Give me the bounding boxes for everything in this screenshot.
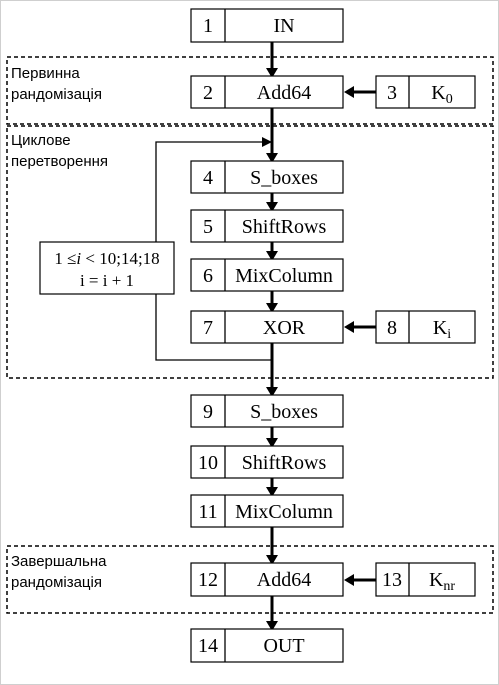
block-12-label: Add64 [257, 569, 311, 591]
block-3-number: 3 [387, 82, 397, 104]
block-13-number: 13 [382, 569, 402, 591]
arrowhead-to-2 [266, 68, 278, 78]
block-14: 14 OUT [190, 628, 344, 663]
block-6: 6 MixColumn [190, 258, 344, 292]
arrowhead-to-9 [266, 387, 278, 397]
block-6-label: MixColumn [235, 265, 333, 287]
block-8: 8 Ki [375, 310, 476, 344]
arrowhead-to-6 [266, 251, 278, 261]
block-11: 11 MixColumn [190, 494, 344, 528]
block-2-label: Add64 [257, 82, 311, 104]
block-7-number: 7 [203, 317, 213, 339]
loop-feedback-arrowhead [262, 137, 272, 147]
arrowhead-knr [344, 574, 354, 586]
block-4-label: S_boxes [250, 167, 318, 189]
arrowhead-k0 [344, 86, 354, 98]
block-3: 3 K0 [375, 75, 476, 109]
block-9-label: S_boxes [250, 401, 318, 423]
region-initial-label-line1: Первинна [11, 65, 80, 82]
loop-condition-box [39, 241, 175, 295]
block-2-number: 2 [203, 82, 213, 104]
arrowhead-to-5 [266, 202, 278, 212]
block-10: 10 ShiftRows [190, 445, 344, 479]
region-final-label-line2: рандомізація [11, 574, 102, 591]
arrowhead-to-7 [266, 303, 278, 313]
block-8-label: Ki [433, 317, 451, 342]
arrowhead-ki [344, 321, 354, 333]
block-5: 5 ShiftRows [190, 209, 344, 243]
block-5-label: ShiftRows [242, 216, 327, 238]
arrowhead-to-10 [266, 438, 278, 448]
block-4-number: 4 [203, 167, 213, 189]
block-12-number: 12 [198, 569, 218, 591]
block-14-number: 14 [198, 635, 218, 657]
block-11-label: MixColumn [235, 501, 333, 523]
block-7-label: XOR [263, 317, 306, 339]
loop-condition-var: i [76, 249, 81, 268]
region-loop-label-line1: Циклове [11, 132, 71, 149]
arrowhead-to-4 [266, 153, 278, 163]
loop-condition-range: 1 ≤i < 10;14;18 [54, 249, 159, 268]
block-6-number: 6 [203, 265, 213, 287]
block-12: 12 Add64 [190, 562, 344, 597]
block-9: 9 S_boxes [190, 394, 344, 428]
block-11-number: 11 [198, 501, 217, 523]
block-1-label: IN [273, 15, 294, 37]
region-initial-randomization [6, 56, 494, 125]
arrowhead-to-12 [266, 555, 278, 565]
block-4: 4 S_boxes [190, 160, 344, 194]
block-1: 1 IN [190, 8, 344, 43]
block-13-label: Knr [429, 569, 455, 594]
block-1-number: 1 [203, 15, 213, 37]
block-13: 13 Knr [375, 562, 476, 597]
block-8-number: 8 [387, 317, 397, 339]
block-5-number: 5 [203, 216, 213, 238]
block-10-label: ShiftRows [242, 452, 327, 474]
loop-condition-tail: < 10;14;18 [81, 249, 160, 268]
block-7: 7 XOR [190, 310, 344, 344]
loop-condition-lead: 1 ≤ [54, 249, 76, 268]
arrowhead-to-14 [266, 621, 278, 631]
region-final-label-line1: Завершальна [11, 553, 107, 570]
block-2: 2 Add64 [190, 75, 344, 109]
arrowhead-to-11 [266, 487, 278, 497]
block-10-number: 10 [198, 452, 218, 474]
region-final-randomization [6, 545, 494, 614]
block-14-label: OUT [263, 635, 304, 657]
region-loop-label-line2: перетворення [11, 153, 108, 170]
region-round-transformation [6, 125, 494, 379]
block-9-number: 9 [203, 401, 213, 423]
region-initial-label-line2: рандомізація [11, 86, 102, 103]
loop-condition-update: i = i + 1 [80, 271, 134, 290]
block-3-label: K0 [431, 82, 452, 107]
